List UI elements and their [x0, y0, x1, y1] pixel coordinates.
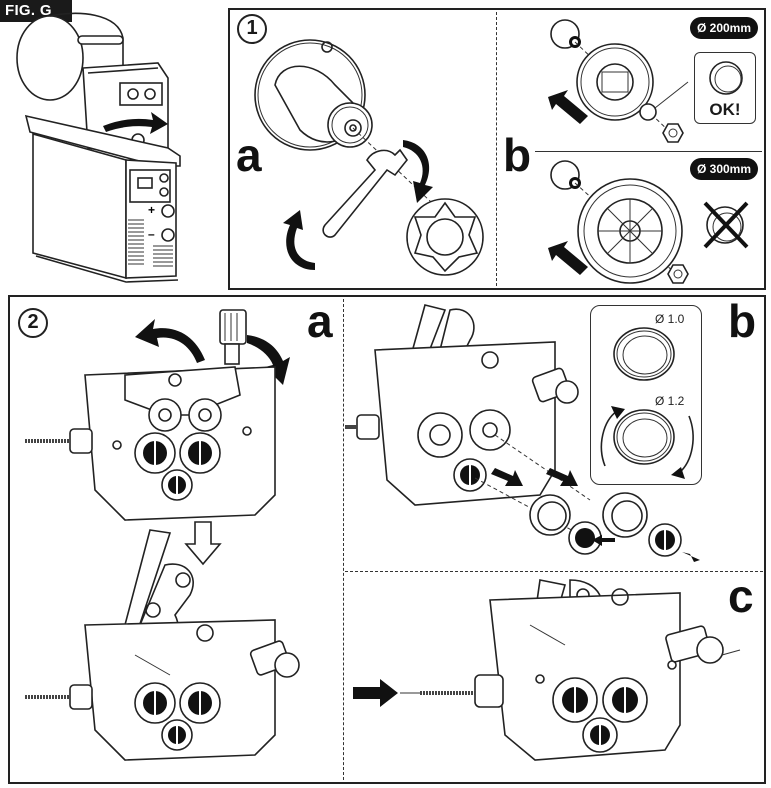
spool-hub-wrench-illustration: [254, 39, 484, 276]
flip-roll-arrows-icon: [600, 406, 694, 479]
step1a-label: a: [236, 129, 262, 181]
wire-feeder-open-illustration: [25, 529, 300, 761]
not-required-cross-icon: [703, 201, 749, 249]
insert-wire-arrow-icon: [353, 679, 398, 707]
svg-text:–: –: [148, 227, 155, 241]
step1b-label: b: [503, 129, 532, 181]
wire-inlet: [69, 684, 93, 710]
down-arrow-icon: [184, 521, 222, 566]
step2b-label: b: [728, 295, 757, 347]
drive-roll-replacement-illustration: [345, 304, 602, 555]
small-spool-illustration: [548, 19, 689, 143]
wire-inlet: [69, 428, 93, 454]
step2a-label: a: [307, 295, 333, 347]
hex-nut-icon: [662, 123, 684, 143]
insert-arrow-icon: [682, 552, 700, 562]
remove-arrow-icon: [491, 468, 523, 486]
clockwise-arrow-icon: [403, 140, 433, 203]
release-knob-arrow-icon: [247, 335, 290, 385]
step2c-label: c: [728, 570, 754, 622]
remove-arrow-icon: [546, 468, 578, 486]
adapter-ok-inset: OK!: [694, 52, 756, 124]
feeder-frame: [84, 619, 276, 761]
insert-arrow-icon: [592, 535, 615, 546]
roll-size-label-1: Ø 1.0: [655, 312, 685, 326]
step1-divider: [496, 12, 497, 286]
step2bc-divider: [345, 571, 763, 572]
counterclockwise-arrow-icon: [283, 210, 315, 270]
step2-number: 2: [18, 308, 48, 338]
push-arrow-icon: [548, 241, 588, 275]
star-nut-icon: [406, 198, 484, 276]
wire-inlet: [474, 674, 504, 708]
roll-1-0-icon: [613, 327, 675, 381]
roll-sizes-inset: Ø 1.0 Ø 1.2: [590, 305, 702, 485]
svg-text:+: +: [148, 203, 155, 217]
drive-gear: [469, 409, 511, 451]
spool-diameter-300-badge: Ø 300mm: [690, 158, 758, 180]
push-arrow-icon: [548, 90, 588, 124]
roll-size-label-2: Ø 1.2: [655, 394, 685, 408]
large-spool-illustration: [548, 160, 749, 284]
removed-roll: [529, 494, 571, 536]
spool-200: [576, 43, 654, 121]
feeder-frame: [84, 366, 276, 521]
rotate-arrow-icon: [103, 112, 168, 134]
wire-insertion-illustration: [353, 579, 741, 761]
open-arm-arrow-icon: [135, 319, 205, 363]
hex-nut-icon: [667, 264, 689, 284]
drive-gear: [417, 412, 463, 458]
step1b-divider: [535, 151, 762, 152]
welder-machine-illustration: + –: [16, 12, 181, 283]
wire-inlet: [356, 414, 380, 440]
roll-1-2-icon: [613, 409, 675, 465]
adapter-ok-text: OK!: [709, 100, 741, 119]
power-source-body: [32, 132, 127, 280]
step1-number: 1: [237, 14, 267, 44]
pressure-knob: [219, 309, 247, 345]
drive-roll-install-illustration: [592, 492, 700, 562]
spool-diameter-200-badge: Ø 200mm: [690, 17, 758, 39]
adapter-ring-icon: [709, 61, 743, 95]
spool-cover: [16, 15, 84, 101]
step2a-divider: [343, 299, 344, 780]
wire-feeder-closed-illustration: [25, 309, 290, 521]
feeder-frame: [374, 341, 556, 506]
wrench-icon: [322, 148, 408, 238]
